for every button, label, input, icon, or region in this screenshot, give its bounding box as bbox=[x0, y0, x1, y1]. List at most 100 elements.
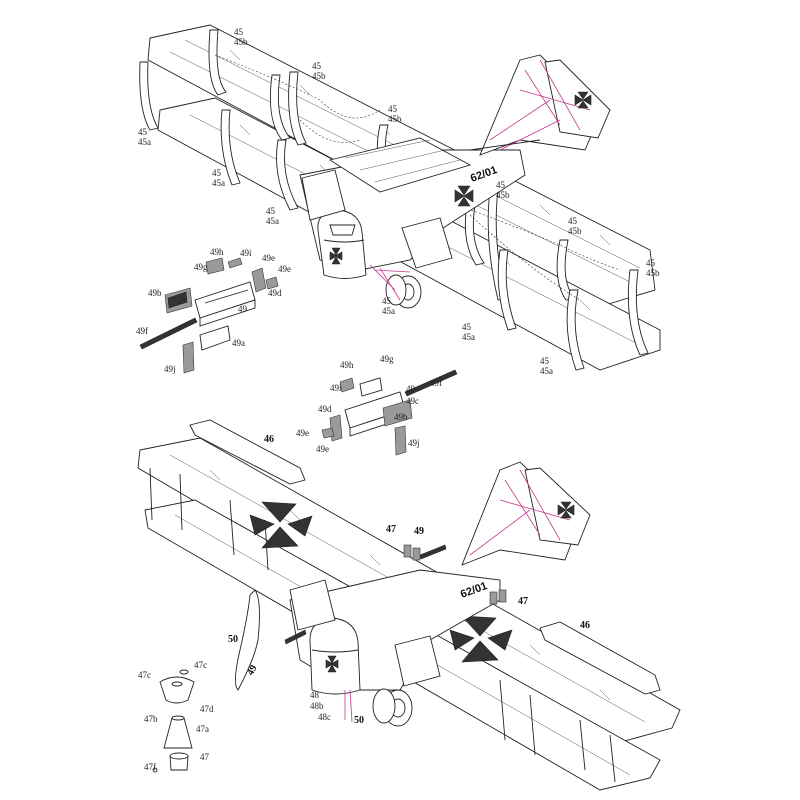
top-struts bbox=[139, 29, 649, 371]
bottom-tail-cross bbox=[557, 501, 575, 519]
bottom-interplane-struts bbox=[149, 467, 616, 783]
svg-text:49f: 49f bbox=[136, 326, 148, 336]
svg-text:48b: 48b bbox=[310, 701, 324, 711]
svg-text:47a: 47a bbox=[196, 724, 209, 734]
label-45: 45 bbox=[382, 296, 392, 306]
svg-text:49g: 49g bbox=[194, 262, 208, 272]
top-fuselage-cross bbox=[454, 185, 474, 207]
svg-text:49h: 49h bbox=[340, 360, 354, 370]
svg-text:49d: 49d bbox=[268, 288, 282, 298]
svg-text:49e: 49e bbox=[262, 253, 275, 263]
label-45b: 45b bbox=[234, 37, 248, 47]
svg-text:46: 46 bbox=[264, 434, 274, 445]
svg-text:49g: 49g bbox=[380, 354, 394, 364]
label-45: 45 bbox=[540, 356, 550, 366]
label-45a: 45a bbox=[462, 332, 475, 342]
bottom-wing-cross-left bbox=[249, 501, 313, 549]
svg-text:49i: 49i bbox=[240, 248, 252, 258]
label-45b: 45b bbox=[568, 226, 582, 236]
top-aircraft: 62/01 45 45b 45 45b 45 45b 4 bbox=[138, 24, 661, 376]
bottom-nose-cross bbox=[325, 655, 339, 673]
label-45a: 45a bbox=[212, 178, 225, 188]
svg-text:49e: 49e bbox=[278, 264, 291, 274]
gun-barrel-right bbox=[404, 369, 458, 397]
label-45: 45 bbox=[234, 27, 244, 37]
svg-text:49: 49 bbox=[414, 526, 424, 537]
svg-text:47c: 47c bbox=[138, 670, 151, 680]
bottom-nacelle-right bbox=[394, 635, 441, 687]
gun-part-49j-left bbox=[182, 341, 195, 374]
svg-text:49j: 49j bbox=[408, 438, 420, 448]
label-45b: 45b bbox=[388, 114, 402, 124]
svg-text:49: 49 bbox=[245, 663, 260, 677]
label-45: 45 bbox=[266, 206, 276, 216]
svg-text:49h: 49h bbox=[210, 247, 224, 257]
svg-text:50: 50 bbox=[228, 634, 238, 645]
top-nacelle-right bbox=[401, 217, 453, 269]
label-45: 45 bbox=[496, 180, 506, 190]
svg-text:47: 47 bbox=[386, 524, 396, 535]
svg-text:49b: 49b bbox=[148, 288, 162, 298]
top-gear-rigging bbox=[369, 264, 411, 301]
svg-text:47c: 47c bbox=[194, 660, 207, 670]
bottom-aileron-46-right bbox=[539, 621, 661, 695]
label-45b: 45b bbox=[496, 190, 510, 200]
label-45: 45 bbox=[138, 127, 148, 137]
top-dashed-guides bbox=[214, 54, 621, 301]
bottom-aircraft: 62/01 46 bbox=[137, 419, 681, 791]
gun-exploded-right: 49h 49g 49i 49 49f 49c 49d 49b 49e 49e 4… bbox=[296, 354, 458, 456]
svg-text:49j: 49j bbox=[164, 364, 176, 374]
bottom-gear-rigging bbox=[344, 689, 353, 723]
svg-text:49b: 49b bbox=[394, 412, 408, 422]
label-45a: 45a bbox=[382, 306, 395, 316]
label-45a: 45a bbox=[266, 216, 279, 226]
gun-left-labels: 49h 49g 49i 49e 49e 49d 49b 49 49f 49a 4… bbox=[136, 247, 291, 374]
label-45: 45 bbox=[212, 168, 222, 178]
part-47c-ring bbox=[159, 676, 195, 704]
label-45: 45 bbox=[568, 216, 578, 226]
svg-text:49d: 49d bbox=[318, 404, 332, 414]
bottom-labels: 46 46 47 49 47 50 49 48 48b 48c 50 bbox=[228, 434, 590, 726]
part-47a-cone bbox=[163, 717, 193, 749]
part-47-exploded: 47c 47c 47d 47b 47a 47 47f bbox=[138, 660, 214, 773]
bottom-aileron-46-left bbox=[189, 419, 306, 485]
svg-text:47: 47 bbox=[518, 596, 528, 607]
svg-text:49f: 49f bbox=[430, 378, 442, 388]
label-45: 45 bbox=[312, 61, 322, 71]
top-tail-cross bbox=[574, 91, 592, 109]
part-47-labels: 47c 47c 47d 47b 47a 47 47f bbox=[138, 660, 214, 772]
label-45: 45 bbox=[388, 104, 398, 114]
gun-exploded-left: 49h 49g 49i 49e 49e 49d 49b 49 49f 49a 4… bbox=[136, 247, 291, 374]
svg-text:47b: 47b bbox=[144, 714, 158, 724]
svg-text:49i: 49i bbox=[330, 383, 342, 393]
bottom-tail-rigging bbox=[469, 469, 571, 556]
top-nacelle-left bbox=[301, 169, 346, 221]
svg-text:50: 50 bbox=[354, 715, 364, 726]
svg-text:49e: 49e bbox=[296, 428, 309, 438]
top-tail-rigging bbox=[489, 59, 591, 151]
svg-text:47f: 47f bbox=[144, 762, 156, 772]
svg-text:48: 48 bbox=[310, 690, 320, 700]
gun-part-49j-right bbox=[394, 425, 407, 456]
label-45: 45 bbox=[462, 322, 472, 332]
label-45a: 45a bbox=[540, 366, 553, 376]
svg-text:47: 47 bbox=[200, 752, 210, 762]
svg-text:48c: 48c bbox=[318, 712, 331, 722]
top-labels: 45 45b 45 45b 45 45b 45 45a 45 45a 45 45… bbox=[138, 27, 660, 376]
gun-right-labels: 49h 49g 49i 49 49f 49c 49d 49b 49e 49e 4… bbox=[296, 354, 442, 454]
top-wheels bbox=[385, 274, 422, 309]
svg-text:49: 49 bbox=[406, 384, 416, 394]
label-45b: 45b bbox=[312, 71, 326, 81]
bottom-propeller bbox=[235, 589, 260, 691]
bottom-wing-cross-right bbox=[449, 615, 513, 663]
gun-part-49a-left bbox=[199, 325, 231, 351]
bottom-mounted-parts bbox=[284, 544, 507, 645]
label-45a: 45a bbox=[138, 137, 151, 147]
label-45: 45 bbox=[646, 258, 656, 268]
svg-text:49c: 49c bbox=[406, 396, 419, 406]
top-nose-cross bbox=[329, 247, 343, 265]
bottom-wheels bbox=[372, 688, 413, 727]
svg-text:49e: 49e bbox=[316, 444, 329, 454]
bottom-nacelle-left bbox=[289, 579, 336, 631]
